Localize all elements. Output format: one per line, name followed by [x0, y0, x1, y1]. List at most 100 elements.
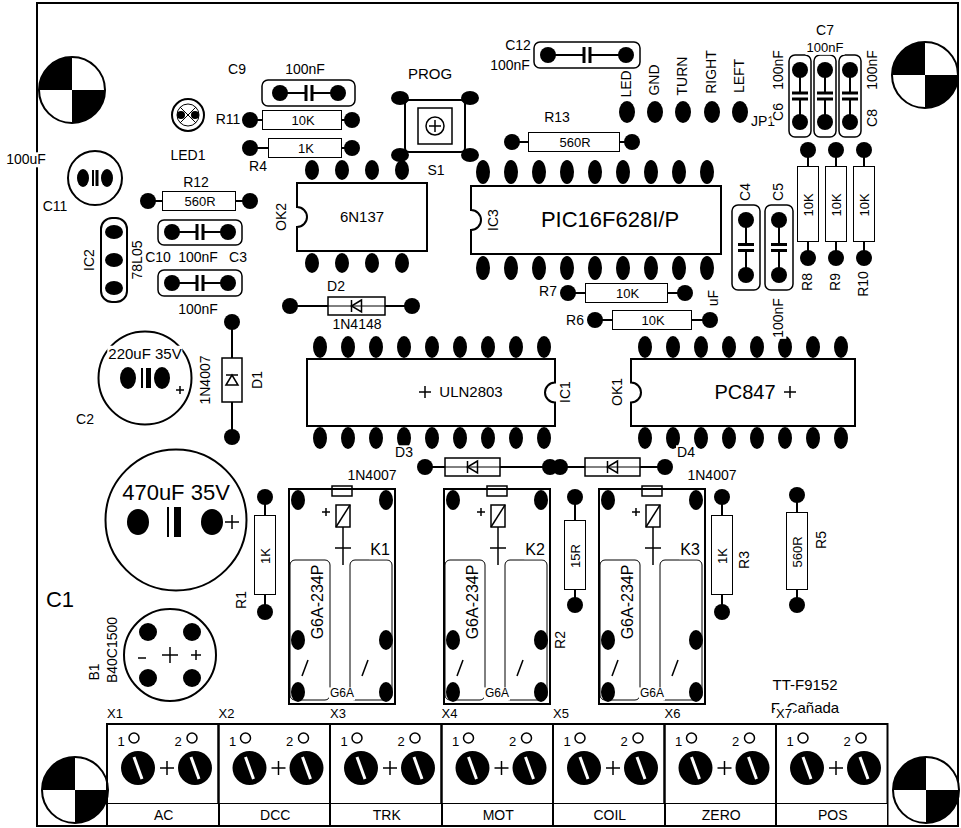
terminal-block — [299, 733, 309, 743]
capacitor-symbol — [839, 55, 861, 137]
silkscreen-label: B1 — [87, 662, 102, 681]
terminal-block — [637, 757, 645, 779]
ic-pin — [313, 336, 551, 449]
terminal-block — [856, 733, 866, 743]
resistor-lead — [567, 489, 583, 505]
capacitor-symbol — [765, 205, 793, 290]
silkscreen-label: C4 — [738, 182, 753, 202]
component-text: 10K — [858, 192, 872, 217]
resistor-body: 560R — [162, 191, 236, 210]
capacitor-body: 220uF 35V — [97, 330, 193, 426]
capacitor-outline — [97, 330, 193, 426]
ic-pin — [694, 427, 708, 449]
terminal-block — [278, 761, 280, 775]
terminal-block — [501, 761, 503, 775]
terminal-label: COIL — [553, 803, 665, 826]
terminal-block — [553, 724, 665, 826]
component-text: ULN2803 — [438, 384, 503, 401]
component-text: G6A-234P — [619, 564, 637, 641]
silkscreen-label: RIGHT — [704, 49, 719, 95]
electrolytic-capacitor — [127, 509, 149, 535]
capacitor-symbol — [583, 47, 586, 63]
resistor-lead — [504, 134, 520, 150]
led-symbol — [191, 111, 199, 119]
terminal-block — [749, 757, 757, 779]
capacitor-symbol — [842, 62, 858, 78]
capacitor-symbol — [771, 267, 787, 283]
ic-pin — [395, 160, 409, 180]
component-text: K2 — [524, 541, 546, 559]
capacitor-symbol — [771, 243, 787, 246]
component-text: 15R — [569, 543, 583, 569]
resistor-lead — [800, 250, 816, 266]
silkscreen-label: R6 — [565, 313, 585, 328]
capacitor-symbol — [158, 220, 242, 245]
silkscreen-label: B40C1500 — [105, 616, 120, 684]
electrolytic-capacitor — [120, 367, 136, 389]
relay-internals — [612, 660, 618, 676]
component-text: 470uF 35V — [121, 481, 231, 505]
component-text: 220uF 35V — [107, 346, 182, 363]
resistor-lead — [567, 597, 583, 613]
bridge-rectifier — [124, 609, 216, 701]
component-text: 6N137 — [339, 209, 385, 226]
ic-pin — [619, 101, 635, 123]
ic-pin — [481, 427, 495, 449]
terminal-block — [107, 724, 219, 826]
terminal-block — [464, 733, 474, 743]
silkscreen-label: R5 — [814, 530, 829, 550]
resistor-lead — [789, 597, 805, 613]
terminal-block — [803, 757, 811, 779]
resistor-body: 1K — [254, 515, 275, 595]
component-text: PC847 — [713, 381, 776, 403]
relay-internals — [689, 682, 703, 702]
diode-symbol — [226, 375, 238, 385]
ic-pin — [588, 160, 602, 184]
electrolytic-capacitor — [127, 507, 239, 537]
relay-internals — [302, 660, 308, 676]
silkscreen-label: C11 — [42, 199, 69, 214]
mounting-hole — [893, 757, 959, 823]
silkscreen-label: X3 — [329, 707, 347, 721]
regulator-outline — [105, 225, 123, 239]
resistor-lead — [789, 487, 805, 613]
terminal-block — [679, 751, 713, 785]
resistor-lead — [567, 489, 583, 613]
terminal-block — [442, 724, 554, 826]
silkscreen-label: R8 — [800, 272, 815, 292]
capacitor-symbol — [738, 243, 754, 246]
relay-internals — [689, 630, 703, 650]
component-text: 10K — [615, 287, 640, 301]
resistor-lead — [242, 112, 258, 128]
ic-pin — [509, 427, 523, 449]
resistor-lead — [828, 142, 844, 266]
capacitor-symbol — [814, 55, 836, 137]
relay-internals — [490, 547, 506, 549]
push-button — [391, 91, 479, 162]
terminal-block — [624, 751, 658, 785]
silkscreen-label: R7 — [538, 284, 558, 299]
capacitor-symbol — [732, 205, 760, 290]
ic-pin — [395, 253, 409, 273]
terminal-block — [687, 733, 697, 743]
resistor-body: 1K — [268, 138, 342, 157]
resistor-body: 560R — [786, 512, 807, 590]
component-text: 560R — [183, 195, 216, 209]
silkscreen-label: TURN — [675, 56, 690, 97]
silkscreen-label: R3 — [737, 550, 752, 570]
capacitor-symbol — [164, 224, 180, 240]
capacitor-outline — [99, 332, 192, 425]
terminal-block — [513, 751, 547, 785]
resistor-lead — [257, 604, 273, 620]
terminal-block — [303, 757, 311, 779]
push-button — [461, 91, 479, 105]
ic-pin — [532, 256, 546, 280]
mounting-hole — [39, 57, 72, 90]
ic-package: OK1PC847 — [630, 358, 856, 427]
terminal-block — [860, 757, 868, 779]
electrolytic-capacitor — [68, 151, 122, 205]
relay-internals — [290, 560, 330, 700]
component-text: OK1 — [610, 377, 625, 407]
terminal-block — [290, 751, 324, 785]
led-symbol — [177, 104, 199, 126]
